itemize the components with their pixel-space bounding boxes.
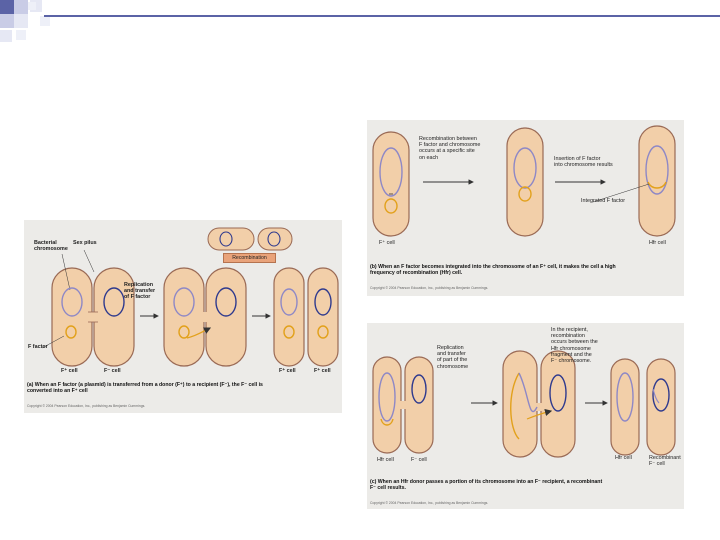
corner-square (0, 0, 14, 14)
panel-b-caption: (b) When an F factor becomes integrated … (370, 264, 616, 277)
figure-panel-a: Bacterial chromosome Sex pilus Recombina… (24, 220, 342, 413)
corner-square (0, 14, 14, 28)
result-pair (273, 267, 339, 367)
title-rule (44, 15, 720, 17)
f-plus-cell-drawing (372, 131, 410, 237)
label-f-minus-cell: F⁻ cell (104, 368, 121, 374)
label-replication-transfer: Replication and transfer of part of the … (437, 345, 469, 370)
label-hfr-cell-2: Hfr cell (615, 455, 632, 461)
donor-recipient-pair (41, 249, 135, 367)
corner-square (40, 16, 50, 26)
label-f-plus-cell-3: F⁺ cell (314, 368, 331, 374)
result-hfr-recombinant (610, 358, 676, 456)
label-sex-pilus: Sex pilus (73, 240, 97, 246)
panel-b-drawing (372, 125, 676, 237)
panel-c-drawing (372, 350, 676, 458)
label-replication-transfer: Replication and transfer of F factor (124, 282, 156, 301)
recombining-cell-drawing (506, 127, 544, 237)
replication-pair (163, 267, 247, 367)
panel-a-copyright: Copyright © 2004 Pearson Education, Inc.… (27, 404, 146, 408)
figure-panel-b: Recombination between F factor and chrom… (367, 120, 684, 296)
hfr-f-minus-pair (372, 356, 434, 454)
hfr-cell-drawing (592, 125, 676, 237)
label-f-minus-cell: F⁻ cell (411, 457, 427, 463)
recombination-box: Recombination (223, 253, 276, 263)
panel-c-copyright: Copyright © 2004 Pearson Education, Inc.… (370, 501, 489, 505)
corner-square (28, 2, 36, 10)
corner-square (0, 30, 12, 42)
label-bacterial-chromosome: Bacterial chromosome (34, 240, 68, 253)
panel-b-copyright: Copyright © 2004 Pearson Education, Inc.… (370, 286, 489, 290)
label-insertion-text: Insertion of F factor into chromosome re… (554, 156, 613, 169)
panel-c-caption: (c) When an Hfr donor passes a portion o… (370, 479, 603, 492)
label-hfr-cell: Hfr cell (649, 240, 666, 246)
label-recombination-text: Recombination between F factor and chrom… (419, 136, 481, 161)
figure-panel-c: In the recipient, recombination occurs b… (367, 323, 684, 509)
corner-square (14, 0, 28, 14)
panel-a-drawing (41, 227, 339, 367)
label-recombinant-cell: Recombinant F⁻ cell (649, 455, 681, 468)
label-hfr-cell: Hfr cell (377, 457, 394, 463)
label-integrated-f-factor: Integrated F factor (581, 198, 626, 204)
corner-square (14, 14, 28, 28)
corner-square (16, 30, 26, 40)
label-f-plus-cell: F⁺ cell (61, 368, 78, 374)
panel-a-caption: (a) When an F factor (a plasmid) is tran… (27, 382, 263, 395)
label-f-factor: F factor (28, 344, 48, 350)
label-f-plus-cell-2: F⁺ cell (279, 368, 296, 374)
label-recipient-text: In the recipient, recombination occurs b… (551, 327, 598, 365)
transfer-pair (502, 350, 576, 458)
label-f-plus-cell: F⁺ cell (379, 240, 395, 246)
recombination-inset (207, 227, 293, 251)
